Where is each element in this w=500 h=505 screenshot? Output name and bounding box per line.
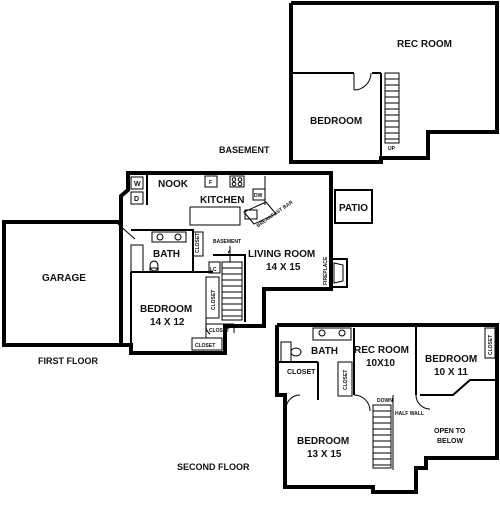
stove [229, 175, 245, 188]
laundry-area: W D [130, 174, 148, 205]
basement-stairs [384, 72, 400, 144]
bedroom-closet-1-label: CLOSET [211, 290, 217, 310]
basement-up-label: UP [388, 146, 396, 152]
half-wall-label: HALF WALL [395, 411, 424, 417]
bedroom-2-door [285, 394, 301, 410]
bedroom-closet-3-label: CLOSET [195, 343, 215, 349]
garage-label: GARAGE [42, 273, 86, 284]
below-label: BELOW [437, 438, 463, 445]
fireplace-label: FIREPLACE [323, 256, 329, 285]
fireplace [330, 258, 348, 288]
first-floor-bedroom-size: 14 X 12 [150, 317, 185, 328]
half-wall [420, 379, 497, 396]
patio-label: PATIO [339, 203, 368, 214]
dishwasher-label: DW [254, 193, 263, 199]
second-floor-bath-label: BATH [311, 346, 338, 357]
second-floor-bedroom-1-label: BEDROOM [425, 354, 477, 365]
second-floor-rec-room-label: REC ROOM [354, 345, 409, 356]
second-floor-rec-room-size: 10X10 [366, 358, 395, 369]
lc-closet [208, 261, 221, 274]
first-floor-bedroom-label: BEDROOM [140, 304, 192, 315]
linen-closet-label: CLOSET [195, 233, 201, 253]
basement-rec-room-label: REC ROOM [397, 39, 452, 50]
rec-room-door [353, 394, 371, 412]
down-label: DOWN [377, 398, 393, 404]
kitchen-label: KITCHEN [200, 195, 244, 206]
bedroom-closet-3 [191, 337, 223, 351]
basement-bedroom-label: BEDROOM [310, 116, 362, 127]
nook-label: NOOK [158, 179, 189, 190]
fridge-label: F [209, 180, 212, 186]
second-floor-bedroom-2-size: 13 X 15 [307, 449, 342, 460]
second-floor-closet-1-label: CLOSET [287, 369, 316, 376]
dryer-label: D [134, 196, 139, 203]
bedroom-1-closet [484, 327, 496, 359]
second-floor-bedroom-1-size: 10 X 11 [434, 367, 468, 378]
basement-door [353, 72, 372, 91]
patio [334, 189, 373, 224]
lc-label: LC [210, 267, 217, 273]
second-floor-vanity [312, 327, 352, 341]
second-floor-plan: CLOSET CLOSET CLOSET BATH REC ROOM 10X10… [275, 323, 499, 494]
garage-entry-door [117, 223, 136, 240]
basement-stair-label: BASEMENT [213, 239, 241, 245]
rec-room-closet [337, 361, 353, 397]
second-floor-bedroom-2-label: BEDROOM [297, 436, 349, 447]
second-floor-closet-3-label: CLOSET [488, 335, 494, 355]
second-floor-tub [280, 341, 292, 363]
living-room-label: LIVING ROOM [248, 249, 315, 260]
basement-floor-label: BASEMENT [219, 145, 270, 155]
second-floor-outer-wall [275, 323, 499, 494]
bedroom-1-door [415, 394, 431, 410]
second-floor-label: SECOND FLOOR [177, 462, 250, 472]
basement-outer-wall [289, 1, 499, 164]
first-floor-stairs [221, 248, 243, 321]
basement-plan: REC ROOM BEDROOM UP [289, 1, 499, 164]
open-to-label: OPEN TO [434, 428, 466, 435]
second-floor-closet-2-label: CLOSET [343, 370, 349, 390]
living-room-size: 14 X 15 [266, 262, 301, 273]
kitchen-sink [244, 209, 258, 220]
first-floor-bath [130, 229, 204, 273]
bedroom-closet-2-label: CLOSET [209, 328, 229, 334]
second-floor-stairs [372, 404, 392, 469]
fridge [204, 175, 218, 188]
first-floor-bath-label: BATH [153, 249, 180, 260]
first-floor-label: FIRST FLOOR [38, 356, 98, 366]
bedroom-closet-1 [205, 276, 220, 319]
kitchen-counter [189, 206, 241, 226]
washer-label: W [134, 181, 141, 188]
breakfast-bar [243, 201, 277, 225]
